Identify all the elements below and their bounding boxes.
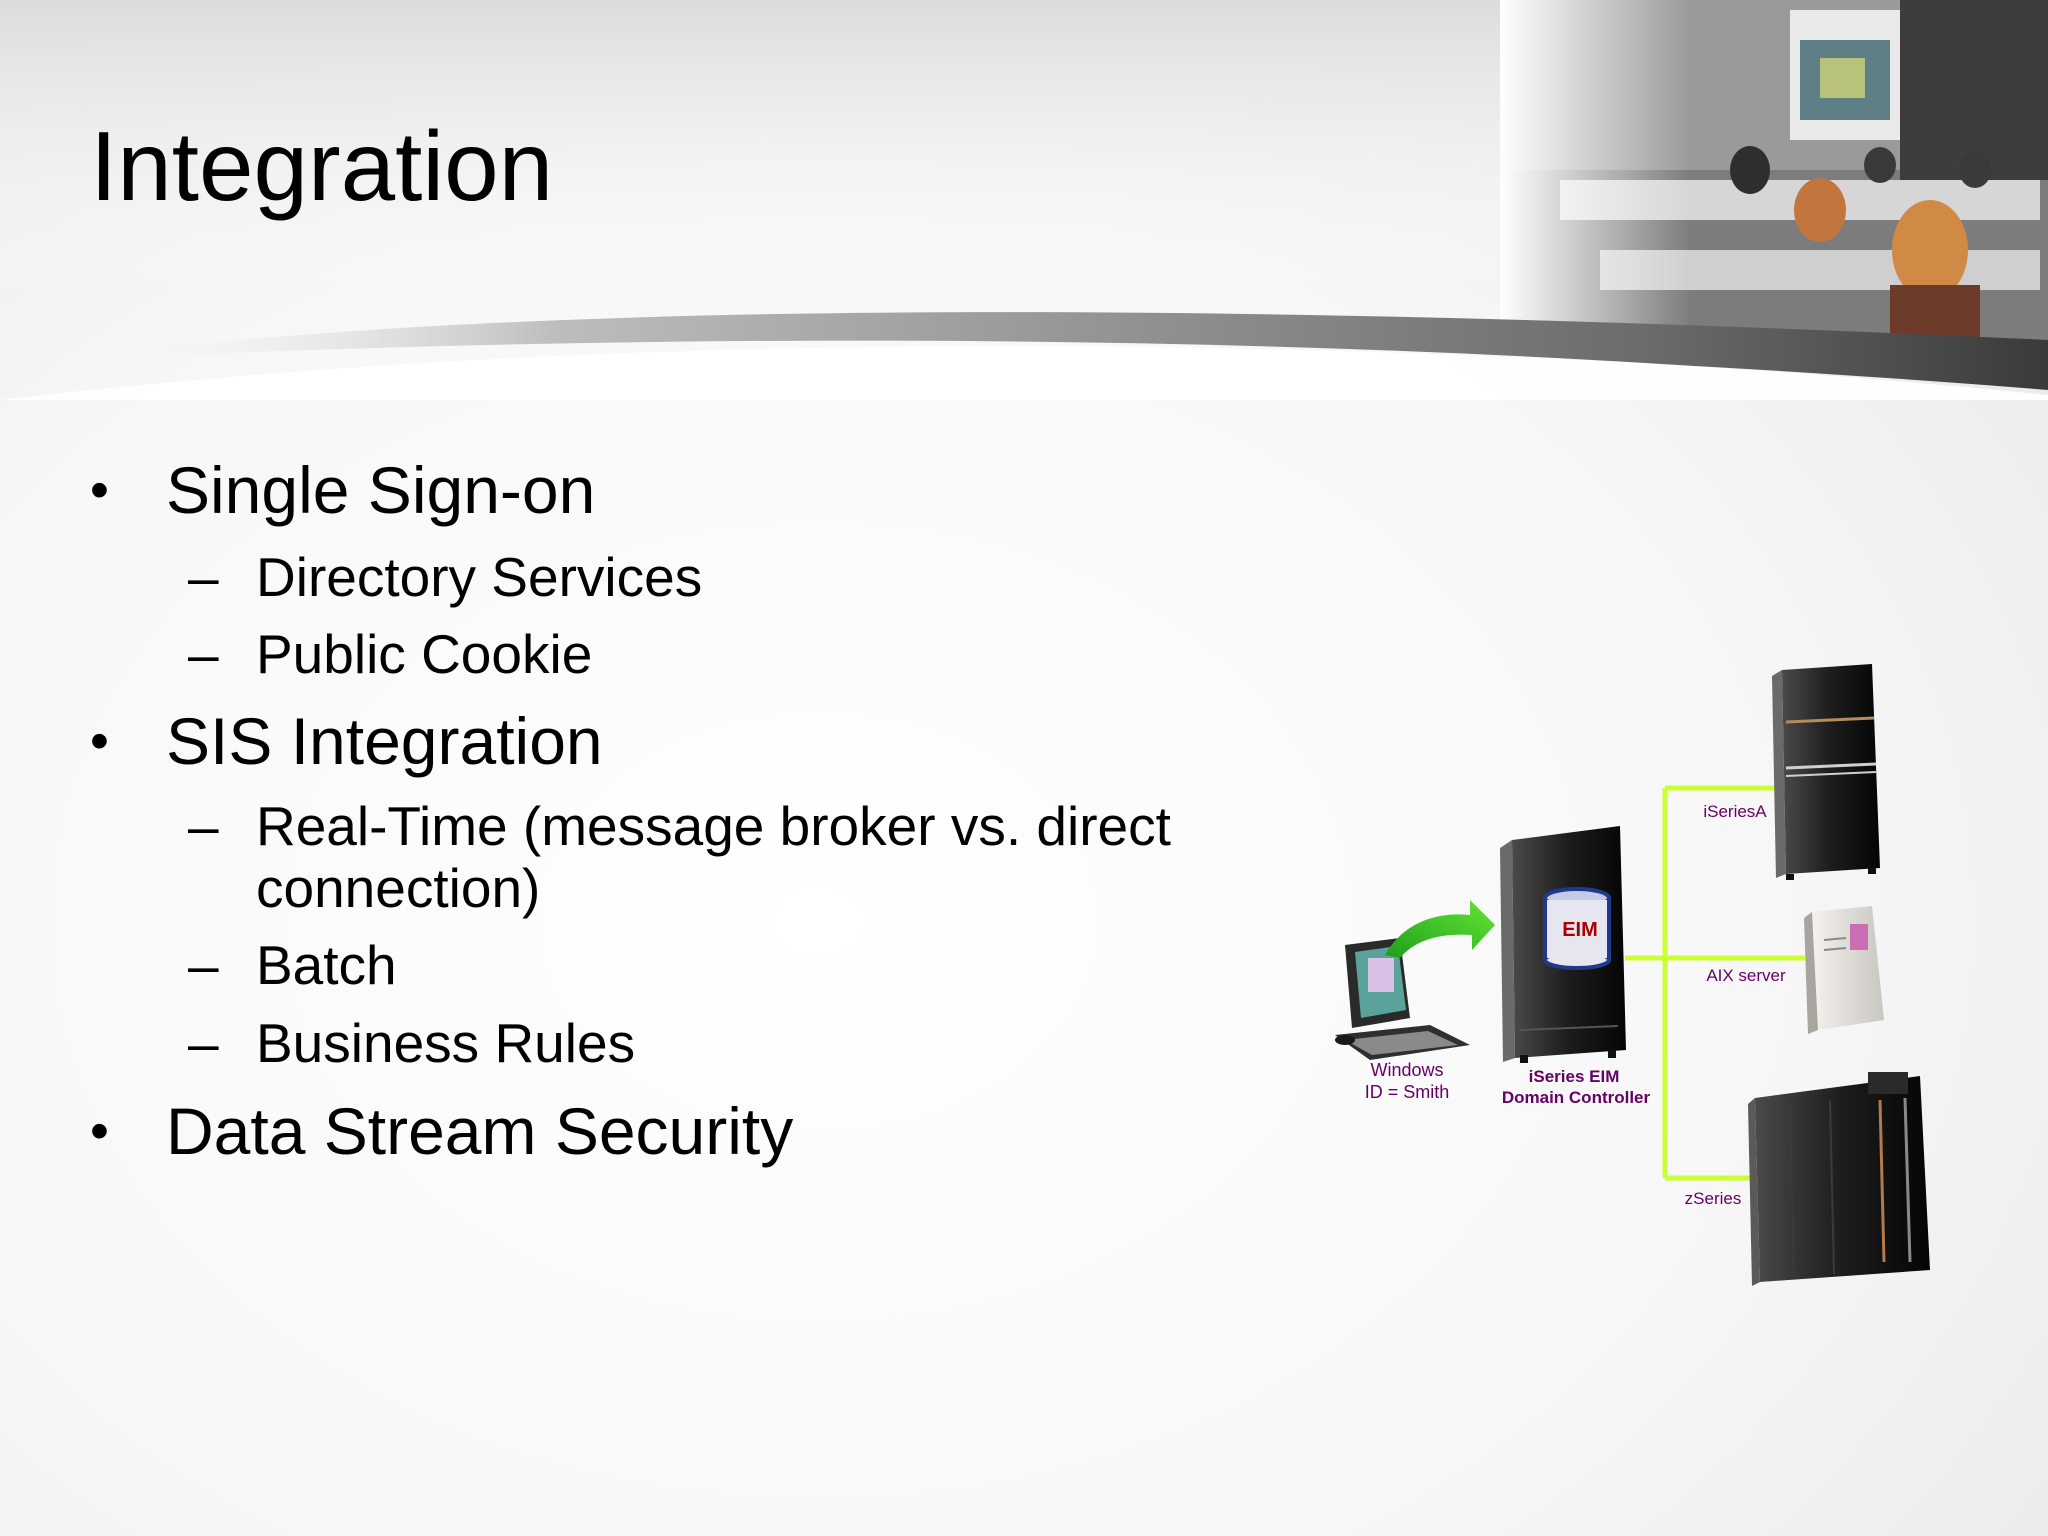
dash-marker: – [188,934,219,996]
connector-lines [1625,785,1805,1181]
bullet-marker: • [90,711,109,771]
arrow-icon [1385,900,1495,958]
bullet-marker: • [90,460,109,520]
aix-label: AIX server [1706,966,1786,985]
slide-title: Integration [90,111,554,221]
eim-network-diagram: Windows ID = Smith EIM iSeries EIM Domai… [1335,664,1930,1286]
client-label-line1: Windows [1370,1060,1443,1080]
classroom-photo [1500,0,2048,345]
sub-bullet-text: Batch [256,934,397,996]
client-label-line2: ID = Smith [1365,1082,1450,1102]
desktop-server-icon [1804,906,1884,1034]
dash-marker: – [188,546,219,608]
bullet-text: SIS Integration [166,704,603,778]
sub-bullet-text: connection) [256,857,541,919]
sub-bullet-text: Directory Services [256,546,703,608]
controller-label-line2: Domain Controller [1502,1088,1651,1107]
dash-marker: – [188,795,219,857]
bullet-text: Single Sign-on [166,453,596,527]
bullet-marker: • [90,1101,109,1161]
dash-marker: – [188,1012,219,1074]
zseries-label: zSeries [1685,1189,1742,1208]
sub-bullet-text: Business Rules [256,1012,636,1074]
server-a-label: iSeriesA [1703,802,1767,821]
eim-label: EIM [1562,919,1598,941]
controller-label-line1: iSeries EIM [1529,1067,1620,1086]
dash-marker: – [188,623,219,685]
workstation-icon [1335,938,1470,1060]
header-banner [0,0,2048,400]
tower-server-icon [1772,664,1880,880]
sub-bullet-text: Real-Time (message broker vs. direct [256,795,1171,857]
mainframe-icon [1748,1072,1930,1286]
sub-bullet-text: Public Cookie [256,623,593,685]
bullet-text: Data Stream Security [166,1094,794,1168]
database-cylinder-icon [1543,887,1611,970]
